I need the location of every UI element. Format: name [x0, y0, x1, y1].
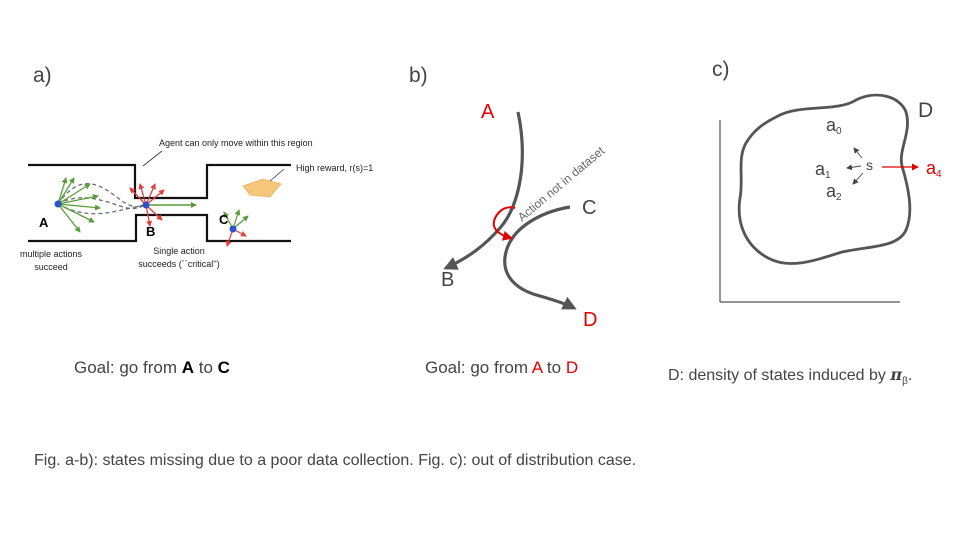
action-arrow	[57, 194, 99, 205]
bottom-boundary	[28, 213, 291, 243]
reward-pointer	[269, 168, 285, 182]
action-a0: a0	[826, 115, 842, 137]
traj-point-b: B	[441, 269, 454, 291]
action-a2: a2	[826, 181, 842, 203]
trajectory-a-b	[443, 111, 524, 270]
action-arrow-fail	[145, 204, 153, 227]
state-density-diagram: D s a0 a1 a2 a4	[719, 93, 942, 303]
corridor-top-wall	[28, 163, 291, 200]
figure-caption: Fig. a-b): states missing due to a poor …	[34, 452, 637, 469]
note-single-line2: succeeds (``critical'')	[138, 259, 219, 269]
point-b-label: B	[146, 224, 155, 239]
corridor-diagram: Agent can only move within this region H…	[20, 138, 373, 272]
action-a4: a4	[926, 158, 942, 180]
action-arrow-fail	[129, 187, 147, 206]
note-multi-line1: multiple actions	[20, 249, 83, 259]
reward-patch	[242, 178, 282, 198]
traj-point-d: D	[583, 309, 597, 331]
reward-note: High reward, r(s)=1	[296, 163, 373, 173]
action-arrow	[57, 203, 95, 223]
region-label-d: D	[918, 99, 933, 122]
point-c-label: C	[219, 212, 229, 227]
note-multi-line2: succeed	[34, 262, 68, 272]
trajectory-diagram: A B C D Action not in dataset	[441, 101, 608, 331]
trajectory-c-d	[503, 205, 577, 310]
traj-point-a: A	[481, 101, 495, 123]
action-arrow-fail	[145, 189, 165, 206]
state-label: s	[866, 157, 873, 173]
action-arrow	[57, 177, 75, 205]
note-single-line1: Single action	[153, 246, 205, 256]
region-note: Agent can only move within this region	[159, 138, 313, 148]
state-b-dot	[142, 201, 150, 209]
action-a1: a1	[815, 159, 831, 181]
action-arrow	[57, 203, 101, 211]
traj-point-c: C	[582, 197, 596, 219]
action-arrow	[57, 203, 81, 233]
state-a-dot	[54, 200, 62, 208]
action-arrow-fail	[138, 183, 147, 206]
dashed-trajectory	[57, 183, 149, 208]
action-arrow-fail	[145, 204, 163, 221]
panel-c-label: c)	[712, 58, 730, 81]
point-a-label: A	[39, 215, 49, 230]
density-caption: D: density of states induced by πβ.	[668, 365, 913, 388]
panel-a-label: a)	[33, 64, 52, 87]
action-arrow	[57, 177, 68, 205]
goal-b: Goal: go from A to D	[425, 358, 579, 377]
action-arrow	[57, 183, 91, 205]
missing-action-arrow	[492, 206, 516, 241]
density-region	[737, 93, 912, 265]
panel-b-label: b)	[409, 64, 428, 87]
dashed-trajectory	[57, 197, 149, 210]
state-c-dot	[229, 225, 237, 233]
region-pointer	[142, 150, 163, 167]
goal-a: Goal: go from A to C	[74, 358, 230, 377]
dashed-trajectory	[57, 203, 149, 215]
action-arrow-fail	[145, 183, 156, 206]
